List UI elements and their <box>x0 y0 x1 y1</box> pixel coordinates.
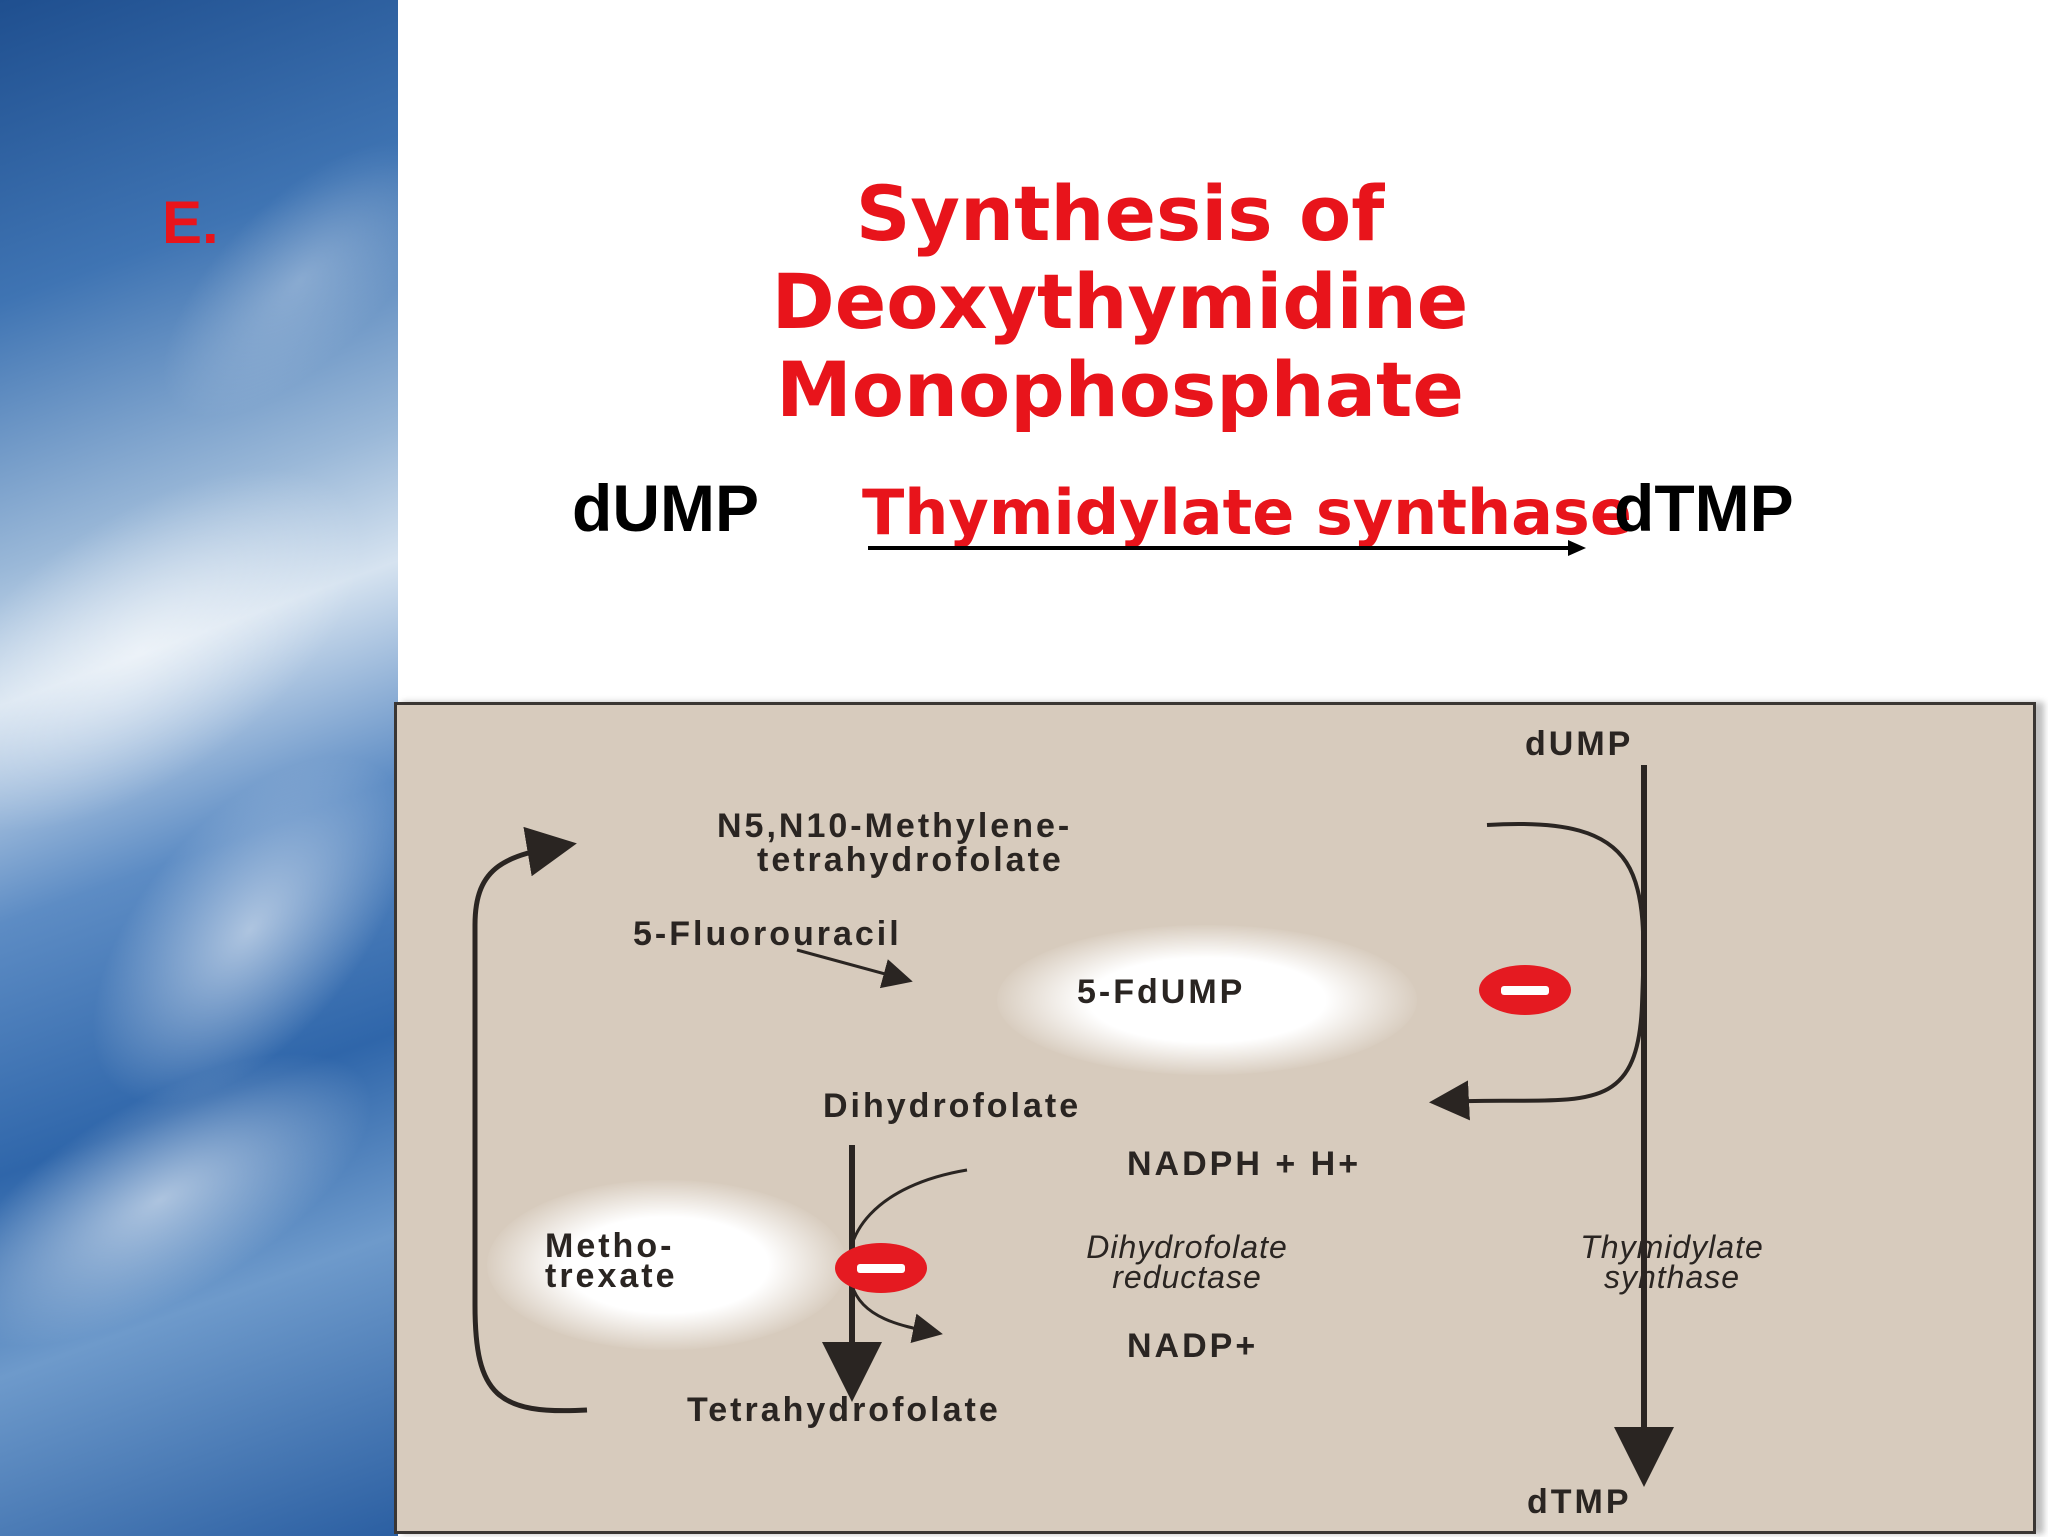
pathway-figure: dUMP dTMP N5,N10-Methylene- tetrahydrofo… <box>394 702 2036 1534</box>
methylene-thf-line1: N5,N10-Methylene- <box>717 807 1073 845</box>
methotrexate-highlight <box>487 1180 847 1350</box>
fu-arrow <box>796 948 913 989</box>
ts-line2: synthase <box>1603 1259 1741 1295</box>
nadph-label: NADPH + H+ <box>1127 1145 1362 1183</box>
reaction-substrate: dUMP <box>572 471 759 545</box>
reaction-product: dTMP <box>1614 471 1794 545</box>
slide-title: Synthesis of Deoxythymidine Monophosphat… <box>771 169 1469 434</box>
pathway-arrows <box>472 765 1674 1487</box>
section-letter: E. <box>162 189 219 256</box>
fluorouracil-label: 5-Fluorouracil <box>633 915 902 953</box>
diagram-dtmp-label: dTMP <box>1527 1483 1632 1521</box>
nadp-label: NADP+ <box>1127 1327 1259 1365</box>
tetrahydrofolate-label: Tetrahydrofolate <box>687 1391 1001 1429</box>
decorative-sidebar <box>0 0 398 1536</box>
reaction-enzyme: Thymidylate synthase <box>862 476 1632 549</box>
folate-curve-arrow <box>1429 822 1646 1121</box>
diagram-dump-label: dUMP <box>1525 725 1634 763</box>
dihydrofolate-label: Dihydrofolate <box>823 1087 1082 1125</box>
reaction-arrow <box>868 540 1586 556</box>
fdump-inhibition-icon <box>1479 965 1571 1015</box>
dhfr-line1: Dihydrofolate <box>1086 1229 1288 1265</box>
methotrexate-line2: trexate <box>545 1257 678 1295</box>
regeneration-loop-arrow <box>472 826 588 1414</box>
ts-line1: Thymidylate <box>1580 1229 1764 1265</box>
methylene-thf-line2: tetrahydrofolate <box>757 841 1064 879</box>
dhfr-line2: reductase <box>1112 1259 1262 1295</box>
fdump-label: 5-FdUMP <box>1077 973 1246 1011</box>
methotrexate-inhibition-icon <box>835 1243 927 1293</box>
methotrexate-line1: Metho- <box>545 1227 675 1265</box>
fdump-highlight <box>997 925 1417 1075</box>
